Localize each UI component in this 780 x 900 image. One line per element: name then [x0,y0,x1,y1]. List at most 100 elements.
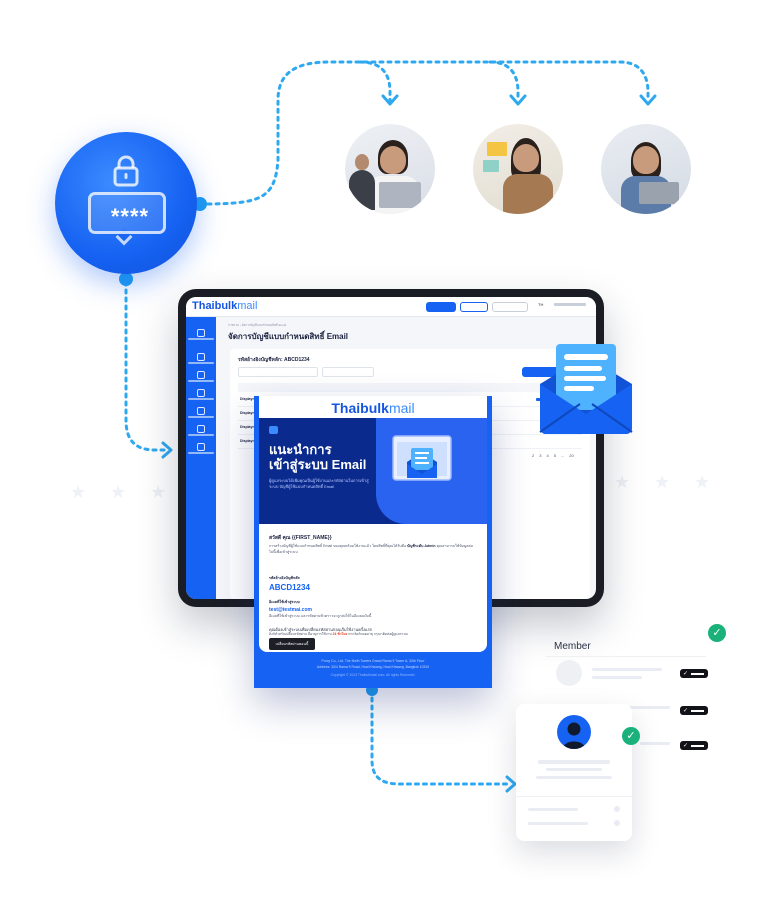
sidebar-item-email[interactable] [186,369,216,387]
login-email-label: อีเมลที่ใช้เข้าสู่ระบบ [269,600,300,604]
member-email-placeholder [592,676,642,679]
footer-address: Address: 33/4 Rama 9 Road, Huai Khwang, … [316,665,430,669]
app-logo: Thaibulkmail [192,300,257,312]
profile-detail-placeholder [536,776,612,779]
profile-name-placeholder [538,760,610,764]
email-envelope-icon [539,344,633,434]
intro-paragraph: การสร้างบัญชีผู้ใช้แบบกำหนดสิทธิ์ Email … [269,544,475,555]
member-name-placeholder [620,706,670,709]
lock-icon [113,155,139,187]
app-topbar: Thaibulkmail TH [186,297,596,317]
mail-badge-icon [269,426,278,434]
language-selector[interactable]: TH [538,302,544,307]
member-name-placeholder [640,742,670,745]
footer-copyright: Copyright © 2023 Thaibulkmail.com. All r… [330,673,416,677]
bg-star-icon: ★ [694,472,711,492]
row-name: Displayname [240,439,262,443]
password-lock-badge: **** [55,132,197,274]
change-password-button[interactable]: เปลี่ยนรหัสผ่านตอนนี้ [269,638,315,650]
profile-field-placeholder [528,822,588,825]
page-link[interactable]: 4 [546,453,549,458]
intro-role: บัญชีระดับ Admin [407,544,436,548]
email-logo-thin: mail [388,400,415,416]
note-text: หากลิงก์หมดอายุ กรุณาติดต่อผู้ดูแลระบบ [348,632,408,636]
topbar-dropdown[interactable] [492,302,528,312]
sidebar-item-sms[interactable] [186,351,216,369]
filter-select[interactable] [322,367,374,377]
sidebar-item-settings[interactable] [186,405,216,423]
user-avatar-icon [557,715,591,749]
member-role-badge[interactable]: ✓ [680,669,708,678]
row-name: Displayname [240,425,262,429]
add-account-button[interactable] [522,367,582,377]
password-bubble: **** [88,192,166,234]
page-link[interactable]: 2 [532,453,535,458]
profile-detail-placeholder [546,768,602,771]
check-icon: ✓ [622,727,640,745]
sidebar-item-billing[interactable] [186,441,216,459]
email-header: Thaibulkmail [259,396,487,418]
hero-title-line: แนะนำการ [269,442,332,457]
user-menu[interactable] [554,303,586,306]
note-hours: 24 ชั่วโมง [332,632,348,636]
page-ellipsis: ... [560,453,565,458]
hero-subtitle: ผู้ดูแลระบบได้เพิ่มคุณเป็นผู้ใช้งานและรห… [269,478,369,489]
expiry-note: ลิงก์สำหรับเปลี่ยนรหัสผ่าน มีอายุการใช้ง… [269,632,475,638]
ref-label: รหัสอ้างอิงบัญชีหลัก [269,576,300,580]
sidebar-item-home[interactable] [186,327,216,345]
divider [546,656,706,657]
member-avatar [556,660,582,686]
sidebar-item-reports[interactable] [186,423,216,441]
sidebar-item-chat[interactable] [186,387,216,405]
greeting: สวัสดี คุณ {{FIRST_NAME}} [269,535,332,541]
bg-star-icon: ★ [110,482,127,502]
check-icon: ✓ [708,624,726,642]
login-email[interactable]: test@testmai.com [269,607,312,613]
bg-star-icon: ★ [654,472,671,492]
intro-text: การสร้างบัญชีผู้ใช้แบบกำหนดสิทธิ์ Email … [269,544,407,548]
member-role-badge[interactable]: ✓ [680,706,708,715]
laptop-mail-icon [392,435,452,481]
status-dot [614,806,620,812]
topbar-dropdown[interactable] [460,302,488,312]
login-hint: อีเมลที่ใช้เข้าสู่ระบบ และรหัสผ่านชั่วคร… [269,614,372,618]
welcome-email: Thaibulkmail แนะนำการ เข้าสู่ระบบ Email … [254,396,492,688]
hero-title-line: เข้าสู่ระบบ Email [269,457,367,472]
cta-prompt: คุณต้องเข้าสู่ระบบเพื่อเปลี่ยนรหัสผ่านก่… [269,627,373,632]
bg-star-icon: ★ [150,482,167,502]
profile-card[interactable] [516,704,632,841]
intro-text: คุณสามารถใช้ข้อมูลต่อไปนี้เพื่อเข้าสู่ระ… [269,544,473,554]
breadcrumb: ภาพรวม › จัดการบัญชีแบบกำหนดสิทธิ์ Email [228,323,287,327]
member-title: Member [554,641,591,652]
app-sidebar [186,317,216,599]
user-photo-office-worker [473,124,563,214]
user-photo-laptop-user [601,124,691,214]
user-photo-support-agent [345,124,435,214]
footer-address: Proxy Co., Ltd. The Ninth Towers Grand R… [321,659,425,663]
topbar-button[interactable] [426,302,456,312]
row-name: Displayname [240,411,262,415]
member-role-badge[interactable]: ✓ [680,741,708,750]
profile-field-placeholder [528,808,578,811]
ref-code: ABCD1234 [269,583,310,592]
table-header [238,383,582,392]
page-title: จัดการบัญชีแบบกำหนดสิทธิ์ Email [228,332,349,341]
note-text: ลิงก์สำหรับเปลี่ยนรหัสผ่าน มีอายุการใช้ง… [269,632,332,636]
pagination: 2 3 4 5 ... 20 [532,453,574,458]
page-link[interactable]: 5 [553,453,556,458]
email-logo: Thaibulkmail [259,400,487,416]
hero-title: แนะนำการ เข้าสู่ระบบ Email [269,442,381,472]
divider [516,796,632,797]
masked-password: **** [110,204,150,229]
email-logo-main: Thaibulk [331,400,389,416]
search-input[interactable] [238,367,318,377]
page-link[interactable]: 20 [569,453,574,458]
status-dot [614,820,620,826]
page-link[interactable]: 3 [539,453,542,458]
bg-star-icon: ★ [70,482,87,502]
email-hero: แนะนำการ เข้าสู่ระบบ Email ผู้ดูแลระบบได… [259,418,487,524]
email-body: แนะนำการ เข้าสู่ระบบ Email ผู้ดูแลระบบได… [259,418,487,652]
app-logo-main: Thaibulk [192,300,238,312]
member-name-placeholder [592,668,662,671]
app-logo-thin: mail [237,300,258,312]
